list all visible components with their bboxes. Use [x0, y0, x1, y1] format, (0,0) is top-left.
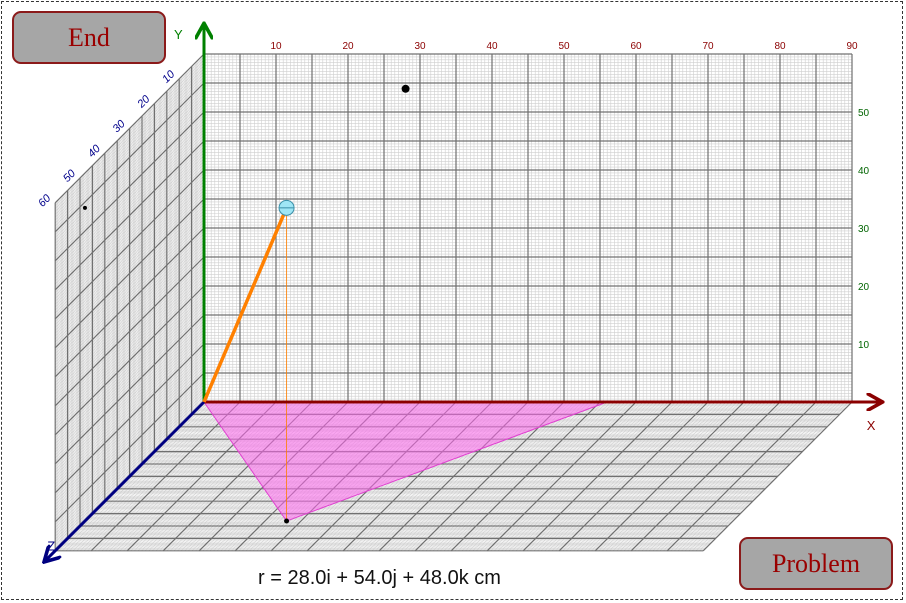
yz-grid-line: [54, 343, 205, 494]
points-layer: [82, 84, 410, 524]
z-axis-label: Z: [47, 539, 55, 554]
yz-grid-line: [54, 227, 205, 378]
yz-grid-line: [54, 82, 205, 233]
y-axis-label: Y: [174, 27, 183, 42]
x-tick-label: 80: [774, 41, 786, 52]
x-axis-label: X: [867, 418, 876, 433]
yz-grid-line: [54, 256, 205, 407]
yz-grid-line: [54, 314, 205, 465]
y-tick-label: 20: [858, 282, 870, 293]
y-tick-label: 40: [858, 166, 870, 177]
z-tick-label: 60: [36, 192, 54, 210]
axes-layer: [45, 25, 881, 561]
z-axis: [45, 400, 206, 561]
yz-grid-line: [54, 140, 205, 291]
y-tick-label: 30: [858, 224, 870, 235]
yz-grid-line: [54, 169, 205, 320]
position-vector: [202, 207, 289, 403]
yz-grid-line: [54, 285, 205, 436]
position-vector-equation: r = 28.0i + 54.0j + 48.0k cm: [258, 567, 501, 589]
yz-grid-line: [54, 372, 205, 523]
yz-grid-line: [54, 198, 205, 349]
x-tick-label: 40: [486, 41, 498, 52]
x-tick-label: 60: [630, 41, 642, 52]
x-tick-label: 70: [702, 41, 714, 52]
x-tick-label: 20: [342, 41, 354, 52]
x-tick-label: 30: [414, 41, 426, 52]
x-tick-label: 90: [846, 41, 858, 52]
xz-plane-projection-point: [284, 518, 290, 524]
yz-grid-line: [54, 53, 205, 204]
yz-grid-line: [54, 111, 205, 262]
x-tick-label: 50: [558, 41, 570, 52]
yz-plane-projection-point: [82, 205, 87, 210]
major-grid: [54, 53, 853, 552]
y-tick-label: 50: [858, 108, 870, 119]
problem-button[interactable]: Problem: [739, 537, 893, 590]
x-tick-label: 10: [270, 41, 282, 52]
xy-plane-projection-point: [401, 84, 410, 93]
end-button[interactable]: End: [12, 11, 166, 64]
y-tick-label: 10: [858, 340, 870, 351]
